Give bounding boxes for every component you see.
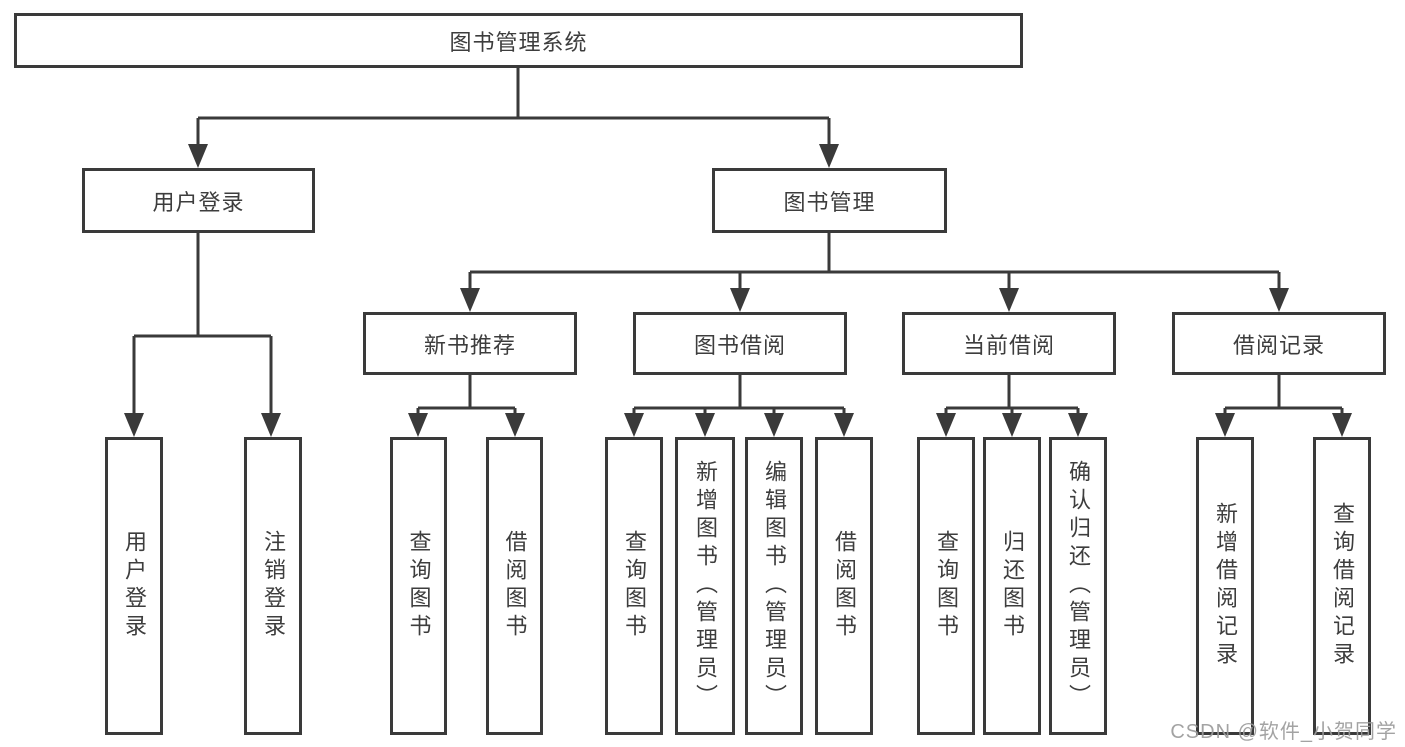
node-new-book-recommend: 新书推荐 <box>363 312 577 375</box>
leaf-confirm-return-admin: 确认归还（管理员） <box>1049 437 1107 735</box>
arrowhead-icon <box>819 144 839 168</box>
arrowhead-icon <box>505 413 525 437</box>
arrowhead-icon <box>999 288 1019 312</box>
leaf-add-books-admin: 新增图书（管理员） <box>675 437 735 735</box>
leaf-borrow-books-recommend: 借阅图书 <box>486 437 543 735</box>
arrowhead-icon <box>936 413 956 437</box>
leaf-add-borrow-record: 新增借阅记录 <box>1196 437 1254 735</box>
arrowhead-icon <box>730 288 750 312</box>
leaf-return-books: 归还图书 <box>983 437 1041 735</box>
node-book-management-system: 图书管理系统 <box>14 13 1023 68</box>
connector-lines <box>132 68 1344 416</box>
arrowhead-icon <box>1068 413 1088 437</box>
node-book-borrowing: 图书借阅 <box>633 312 847 375</box>
arrowhead-icon <box>1215 413 1235 437</box>
leaf-query-books-borrowing: 查询图书 <box>605 437 663 735</box>
arrowhead-icon <box>188 144 208 168</box>
leaf-borrow-books-borrowing: 借阅图书 <box>815 437 873 735</box>
arrowhead-icon <box>124 413 144 437</box>
leaf-query-borrow-record: 查询借阅记录 <box>1313 437 1371 735</box>
arrowhead-icon <box>460 288 480 312</box>
node-book-management: 图书管理 <box>712 168 947 233</box>
leaf-query-books-current: 查询图书 <box>917 437 975 735</box>
arrowhead-icon <box>408 413 428 437</box>
node-borrowing-records: 借阅记录 <box>1172 312 1386 375</box>
arrowhead-icon <box>1002 413 1022 437</box>
arrowhead-icon <box>261 413 281 437</box>
leaf-query-books-recommend: 查询图书 <box>390 437 447 735</box>
leaf-edit-books-admin: 编辑图书（管理员） <box>745 437 803 735</box>
watermark: CSDN @软件_小贺同学 <box>1170 721 1397 743</box>
node-current-borrowing: 当前借阅 <box>902 312 1116 375</box>
arrowhead-icon <box>695 413 715 437</box>
leaf-logout: 注销登录 <box>244 437 302 735</box>
arrowhead-icon <box>1269 288 1289 312</box>
arrowhead-icon <box>624 413 644 437</box>
arrowhead-icon <box>1332 413 1352 437</box>
arrowhead-icon <box>834 413 854 437</box>
node-user-login: 用户登录 <box>82 168 315 233</box>
arrowhead-icon <box>764 413 784 437</box>
arrowhead-icons <box>124 144 1352 437</box>
leaf-user-login: 用户登录 <box>105 437 163 735</box>
